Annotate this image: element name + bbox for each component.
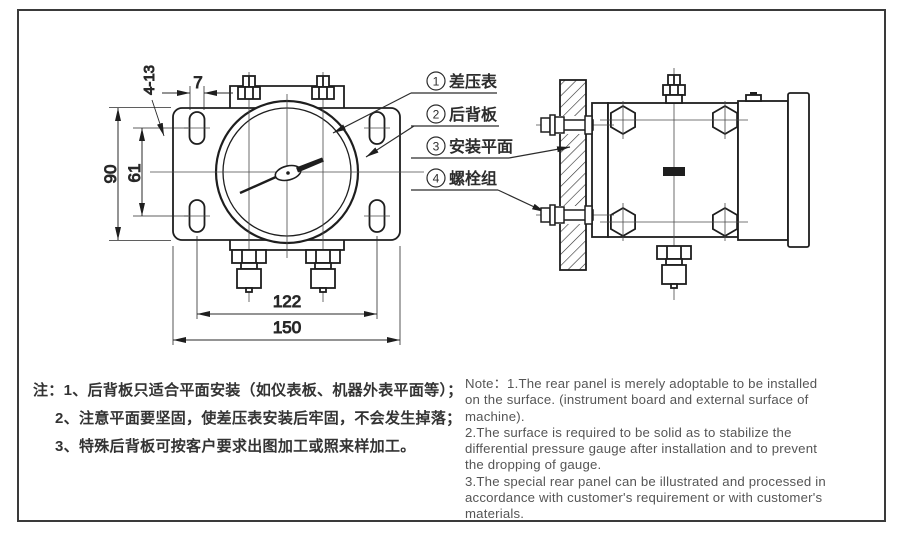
notes-chinese: 注：1、后背板只适合平面安装（如仪表板、机器外表平面等）； 2、注意平面要坚固，… xyxy=(33,377,465,461)
note-cn-line-2: 2、注意平面要坚固，使差压表安装后牢固，不会发生掉落； xyxy=(55,410,462,427)
side-bottom-fitting xyxy=(656,245,692,289)
note-en-line-3: machine). xyxy=(465,408,525,424)
note-en-line-9: materials. xyxy=(465,506,525,522)
side-center-lines xyxy=(536,68,748,300)
callout-label-rear-panel: 后背板 xyxy=(449,105,498,124)
rear-panel-side xyxy=(591,102,609,238)
dim-slot-row-spacing: 61 xyxy=(125,127,188,217)
front-view xyxy=(150,72,424,302)
gauge-bezel-side xyxy=(787,92,810,248)
note-en-line-4: 2.The surface is required to be solid as… xyxy=(465,424,792,440)
gauge-case-top xyxy=(229,85,345,110)
dim-label-90: 90 xyxy=(101,165,120,184)
top-screw xyxy=(750,92,757,95)
dim-label-4-13: 4-13 xyxy=(141,65,158,95)
callout-label-bolt-set: 螺栓组 xyxy=(449,169,497,188)
dim-label-122: 122 xyxy=(273,292,301,311)
bottom-fitting xyxy=(231,249,267,293)
dim-plate-height: 90 xyxy=(101,107,171,241)
note-en-line-1: Note：1.The rear panel is merely adoptabl… xyxy=(465,376,818,391)
callout-rear-panel: 2 后背板 xyxy=(365,104,499,158)
callout-gauge: 1 差压表 xyxy=(332,71,498,134)
callout-label-mounting-surface: 安装平面 xyxy=(449,137,513,156)
side-top-fitting xyxy=(662,74,686,104)
page-border xyxy=(17,9,886,522)
dim-slot-col-spacing: 122 xyxy=(196,236,378,319)
dimensions: 90 61 7 4-13 122 xyxy=(101,64,401,345)
side-view xyxy=(536,68,810,300)
note-en-line-6: the dropping of gauge. xyxy=(465,457,602,473)
notes-english: Note：1.The rear panel is merely adoptabl… xyxy=(465,376,885,523)
bolt-lower xyxy=(540,204,594,226)
dim-label-61: 61 xyxy=(125,164,144,183)
note-en-line-8: accordance with customer's requirement o… xyxy=(465,490,823,506)
body-label-window xyxy=(663,167,685,176)
callout-number: 1 xyxy=(433,75,440,89)
top-fitting xyxy=(237,75,261,100)
callout-number: 2 xyxy=(433,108,440,122)
gauge-needle xyxy=(239,157,324,195)
dim-slot-spec: 4-13 xyxy=(141,64,165,137)
note-en-line-5: differential pressure gauge after instal… xyxy=(465,441,818,457)
callout-number: 3 xyxy=(433,140,440,154)
note-cn-line-1: 注：1、后背板只适合平面安装（如仪表板、机器外表平面等）； xyxy=(33,382,463,399)
dim-label-7: 7 xyxy=(193,73,202,92)
callout-mounting-surface: 3 安装平面 xyxy=(411,136,571,159)
top-screw-boss xyxy=(745,94,762,102)
dim-slot-width: 7 xyxy=(162,73,233,110)
note-en-line-2: on the surface. (instrument board and ex… xyxy=(465,392,809,408)
callout-bolt-set: 4 螺栓组 xyxy=(411,168,546,213)
bolt-upper xyxy=(540,114,594,136)
gauge-mid-section xyxy=(737,100,789,241)
mounting-wall-hatched xyxy=(559,79,587,271)
callout-label-gauge: 差压表 xyxy=(449,72,498,91)
top-fitting xyxy=(311,75,335,100)
bottom-fitting xyxy=(305,249,341,293)
note-en-line-7: 3.The special rear panel can be illustra… xyxy=(465,473,826,489)
callouts: 1 差压表 2 后背板 3 安装平面 4 螺栓组 xyxy=(332,71,571,213)
dim-label-150: 150 xyxy=(273,318,301,337)
note-cn-line-3: 3、特殊后背板可按客户要求出图加工或照来样加工。 xyxy=(55,438,416,455)
callout-number: 4 xyxy=(433,172,440,186)
dim-plate-width: 150 xyxy=(172,246,401,345)
